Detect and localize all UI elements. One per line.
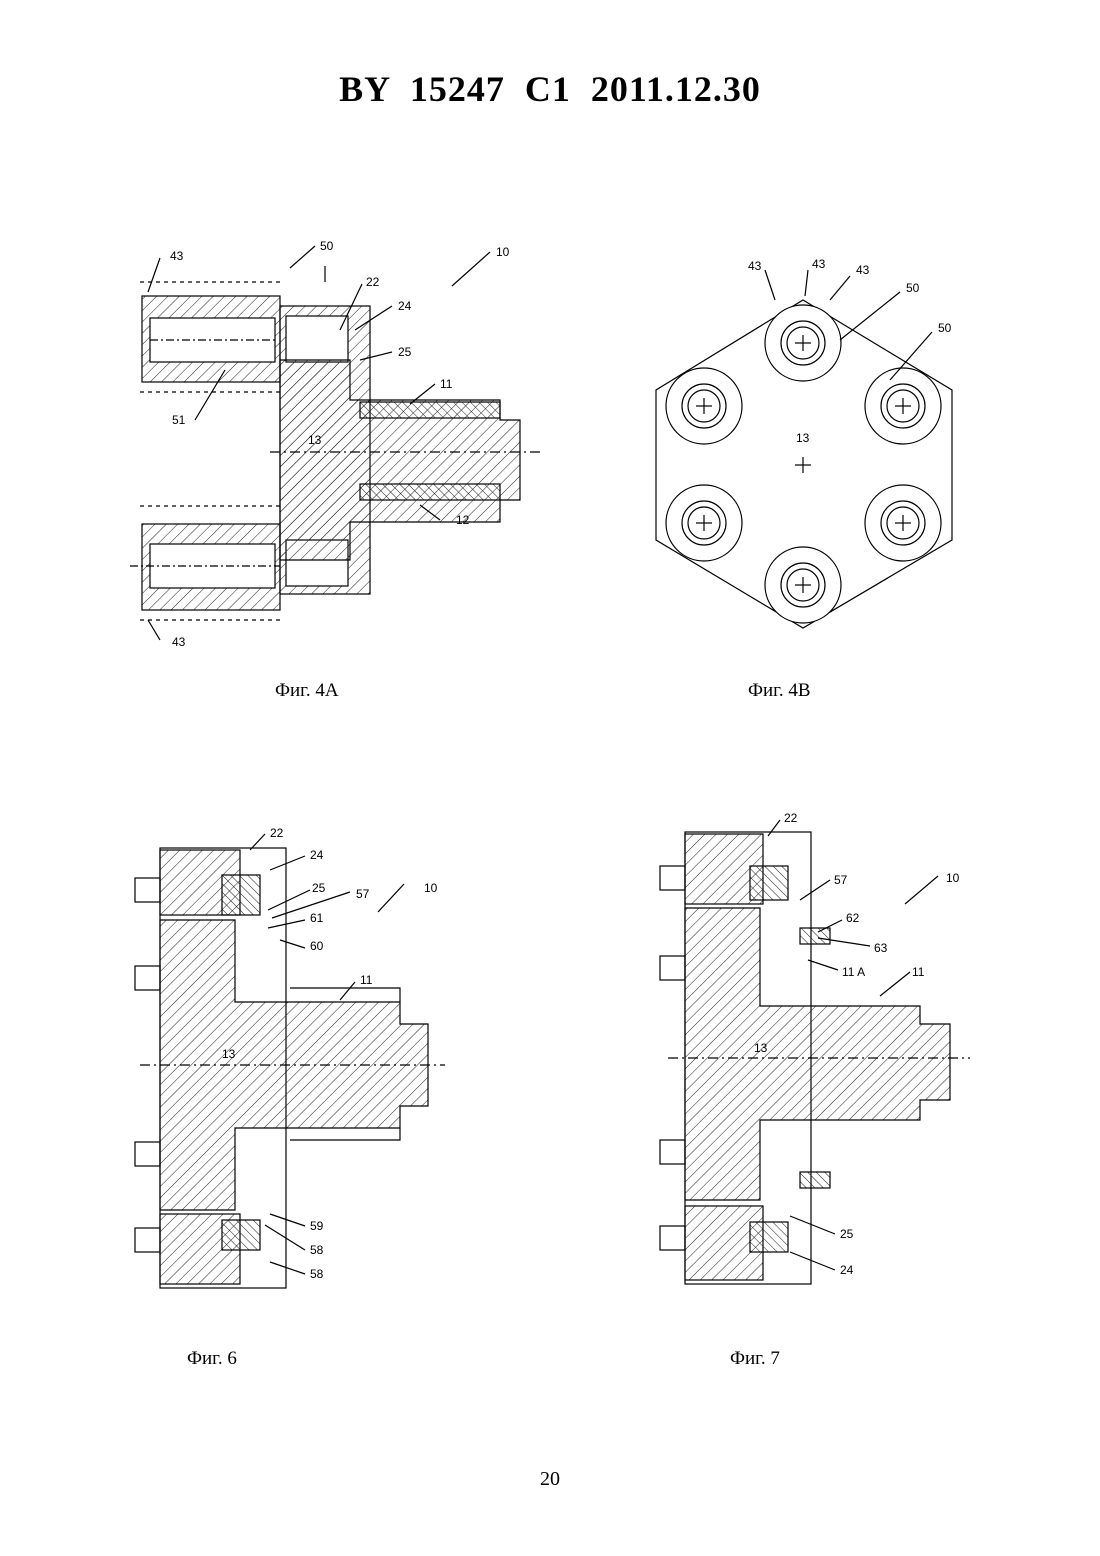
page-number: 20 (0, 1468, 1100, 1491)
cutter-disc-upper-left (666, 368, 742, 444)
label-24: 24 (310, 848, 324, 862)
label-58: 58 (310, 1267, 324, 1281)
label-58: 58 (310, 1243, 324, 1257)
label-43: 43 (170, 249, 184, 263)
label-24: 24 (840, 1263, 854, 1277)
label-10: 10 (424, 881, 438, 895)
label-25: 25 (398, 345, 412, 359)
label-22: 22 (366, 275, 380, 289)
label-10: 10 (946, 871, 960, 885)
figure-4a-drawing (130, 246, 540, 640)
figure-4b-drawing (656, 270, 952, 628)
label-61: 61 (310, 911, 324, 925)
figure-4a-caption: Фиг. 4А (275, 680, 339, 702)
label-11: 11 (912, 965, 925, 979)
label-43: 43 (172, 635, 186, 649)
label-12: 12 (456, 513, 470, 527)
label-50: 50 (906, 281, 920, 295)
label-10: 10 (496, 245, 510, 259)
label-59: 59 (310, 1219, 324, 1233)
figure-7-caption: Фиг. 7 (730, 1348, 780, 1370)
label-50: 50 (320, 239, 334, 253)
label-62: 62 (846, 911, 860, 925)
label-13: 13 (796, 431, 810, 445)
label-57: 57 (356, 887, 370, 901)
label-43: 43 (856, 263, 870, 277)
figure-6-drawing (135, 834, 445, 1288)
label-11: 11 (440, 377, 453, 391)
label-11: 11 (360, 973, 373, 987)
label-24: 24 (398, 299, 412, 313)
cutter-disc-upper-right (865, 368, 941, 444)
label-51: 51 (172, 413, 186, 427)
label-13: 13 (308, 433, 322, 447)
label-11a: 11 A (842, 965, 865, 979)
label-13: 13 (222, 1047, 236, 1061)
cutter-disc-lower-right (865, 485, 941, 561)
label-63: 63 (874, 941, 888, 955)
label-25: 25 (840, 1227, 854, 1241)
label-13: 13 (754, 1041, 768, 1055)
figure-7-drawing (660, 820, 970, 1284)
label-43: 43 (812, 257, 826, 271)
cutter-disc-top (765, 305, 841, 381)
cutter-disc-lower-left (666, 485, 742, 561)
figure-4b-caption: Фиг. 4В (748, 680, 811, 702)
label-22: 22 (270, 826, 284, 840)
label-43: 43 (748, 259, 762, 273)
label-50: 50 (938, 321, 952, 335)
label-22: 22 (784, 811, 798, 825)
label-57: 57 (834, 873, 848, 887)
label-60: 60 (310, 939, 324, 953)
cutter-disc-bottom (765, 547, 841, 623)
label-25: 25 (312, 881, 326, 895)
figure-6-caption: Фиг. 6 (187, 1348, 237, 1370)
